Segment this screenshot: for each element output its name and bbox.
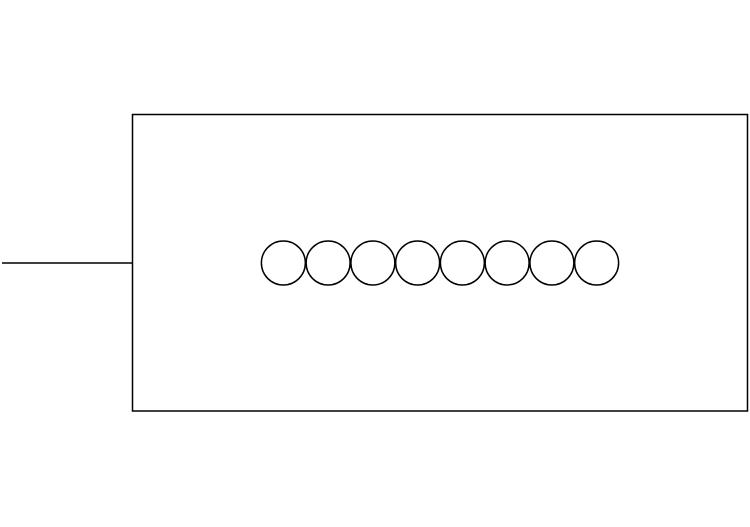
circle-6 [484,240,530,286]
circle-7 [529,240,575,286]
circle-5 [439,240,486,286]
circle-8 [573,240,620,286]
circle-1 [260,240,307,286]
circle-4 [394,240,441,286]
container-box [131,113,749,412]
circle-2 [305,240,351,286]
circle-3 [350,240,396,286]
circle-row [260,240,620,286]
